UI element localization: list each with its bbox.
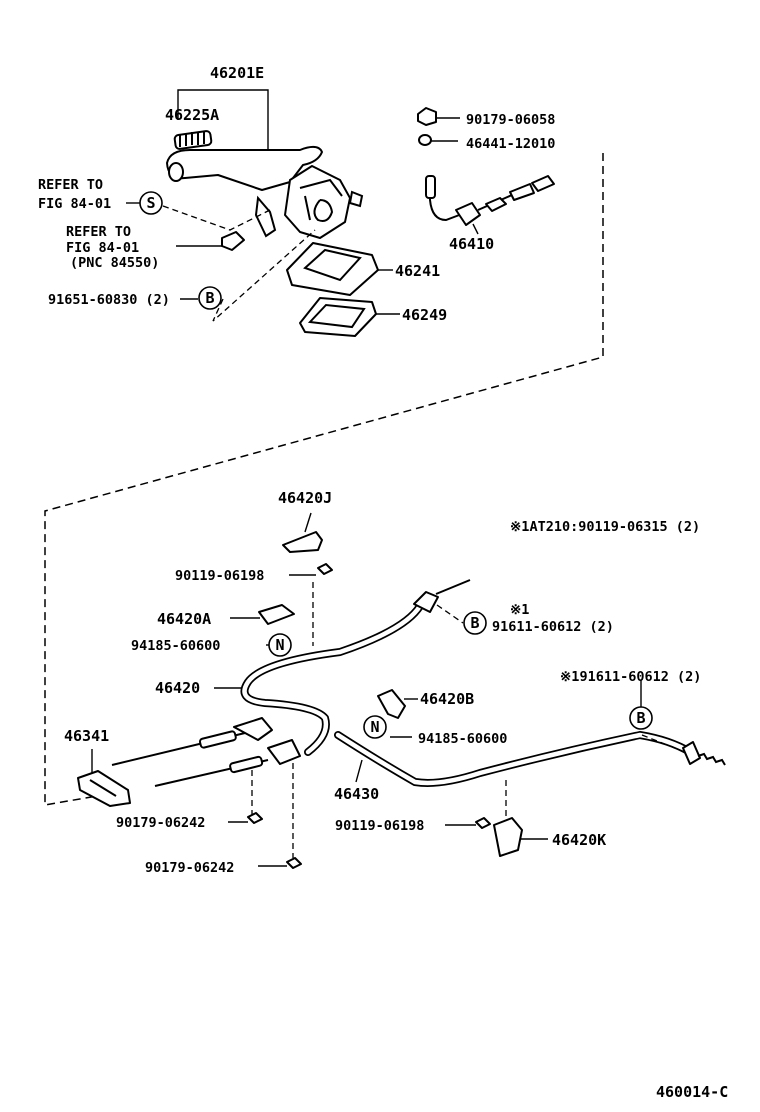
bracket-46420J [282,531,323,553]
symbol-s-circle: S [139,191,163,215]
clip-84550 [221,231,245,251]
symbol-n-circle-left: N [268,633,292,657]
symbol-b-circle-mid: B [463,611,487,635]
label-90179-06242-b: 90179-06242 [145,860,234,876]
label-46420: 46420 [155,679,200,697]
bolts [247,563,491,869]
leader-46201E [177,89,269,150]
symbol-s-text: S [146,194,155,212]
label-90119-06198-b: 90119-06198 [335,818,424,834]
label-46430: 46430 [334,785,379,803]
leader-b-dashed [212,229,316,322]
label-refer2-line3: (PNC 84550) [70,255,159,271]
label-91611-60612-a: 91611-60612 (2) [492,619,614,635]
bracket-46420A [258,604,295,625]
label-46420K: 46420K [552,831,606,849]
label-refer2-line2: FIG 84-01 [66,240,139,256]
label-90179-06242-a: 90179-06242 [116,815,205,831]
label-46201E: 46201E [210,64,264,82]
label-note-1-top: ※1 [510,602,529,618]
label-46410: 46410 [449,235,494,253]
symbol-b-text-right: B [636,709,645,727]
label-refer1-line1: REFER TO [38,177,103,193]
label-46420J: 46420J [278,489,332,507]
bracket-46420B [377,689,406,719]
label-46420B: 46420B [420,690,474,708]
cover-46241 [286,242,379,296]
bracket-46420K [493,817,523,857]
leader-46410 [472,223,479,235]
label-46341: 46341 [64,727,109,745]
symbol-b-text-mid: B [470,614,479,632]
label-refer2-line1: REFER TO [66,224,131,240]
label-note-1AT210: ※1AT210:90119-06315 (2) [510,519,700,535]
spring-46225A [173,130,213,150]
cable-rods-left [111,717,301,787]
label-46225A: 46225A [165,106,219,124]
symbol-n-text-left: N [275,636,284,654]
label-46420A: 46420A [157,610,211,628]
label-refer1-line2: FIG 84-01 [38,196,111,212]
cable-46430 [334,730,694,787]
switch-46410 [417,107,555,226]
symbol-b-circle-right: B [629,706,653,730]
label-46249: 46249 [402,306,447,324]
symbol-n-circle-right: N [363,715,387,739]
label-note-191611: ※191611-60612 (2) [560,669,701,685]
assembly-boundary-dashed [44,153,604,806]
leader-s-dashed [162,205,271,231]
label-46241: 46241 [395,262,440,280]
gasket-46249 [299,297,377,337]
symbol-b-text: B [205,289,214,307]
equalizer-46341 [77,770,131,807]
label-90119-06198-a: 90119-06198 [175,568,264,584]
label-46441-12010: 46441-12010 [466,136,555,152]
cable-end-front [413,579,471,613]
symbol-n-text-right: N [370,718,379,736]
cable-end-rear [682,741,726,766]
symbol-b-circle-top: B [198,286,222,310]
label-90179-06058: 90179-06058 [466,112,555,128]
label-94185-60600-b: 94185-60600 [418,731,507,747]
parking-brake-lever [166,146,364,239]
label-91651-60830: 91651-60830 (2) [48,292,170,308]
label-94185-60600-a: 94185-60600 [131,638,220,654]
diagram-id: 460014-C [656,1083,728,1101]
